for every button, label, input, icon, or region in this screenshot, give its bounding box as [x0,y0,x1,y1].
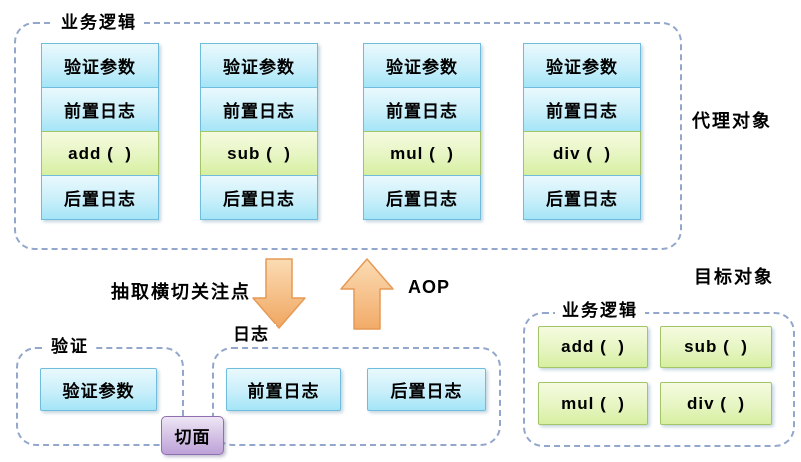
box-method-mul: mul ( ) [538,382,648,425]
proxy-column-div: 验证参数 前置日志 div ( ) 后置日志 [523,43,641,220]
cell-method-mul: mul ( ) [363,131,481,176]
box-method-sub: sub ( ) [660,326,772,368]
cell-pre-log: 前置日志 [523,87,641,132]
cell-post-log: 后置日志 [523,175,641,220]
box-method-add: add ( ) [538,326,648,368]
cell-validate-params: 验证参数 [41,43,159,88]
proxy-group-title: 业务逻辑 [54,12,144,34]
cell-validate-params: 验证参数 [523,43,641,88]
log-group [212,347,501,446]
proxy-column-add: 验证参数 前置日志 add ( ) 后置日志 [41,43,159,220]
log-group-title: 日志 [226,324,276,346]
orange-down-arrow-icon [252,258,306,329]
cell-validate-params: 验证参数 [200,43,318,88]
extract-crosscut-label: 抽取横切关注点 [111,282,251,302]
cell-validate-params: 验证参数 [363,43,481,88]
cell-method-sub: sub ( ) [200,131,318,176]
cell-post-log: 后置日志 [41,175,159,220]
target-object-label: 目标对象 [694,267,774,287]
aop-label: AOP [408,277,451,297]
box-pre-log: 前置日志 [226,368,341,411]
box-validate-params: 验证参数 [40,368,157,411]
cell-method-add: add ( ) [41,131,159,176]
target-object-group: 业务逻辑 [523,300,795,447]
cell-pre-log: 前置日志 [363,87,481,132]
orange-up-arrow-icon [340,258,394,330]
proxy-object-label: 代理对象 [692,111,772,131]
cell-post-log: 后置日志 [363,175,481,220]
cell-pre-log: 前置日志 [200,87,318,132]
validation-group: 验证 [16,336,184,446]
cell-pre-log: 前置日志 [41,87,159,132]
cell-post-log: 后置日志 [200,175,318,220]
proxy-object-group: 业务逻辑 [14,12,682,250]
proxy-column-sub: 验证参数 前置日志 sub ( ) 后置日志 [200,43,318,220]
aspect-chip: 切面 [161,416,224,455]
cell-method-div: div ( ) [523,131,641,176]
box-method-div: div ( ) [660,382,772,425]
validation-group-title: 验证 [44,336,96,358]
proxy-column-mul: 验证参数 前置日志 mul ( ) 后置日志 [363,43,481,220]
target-group-title: 业务逻辑 [555,300,645,322]
box-post-log: 后置日志 [367,368,486,411]
